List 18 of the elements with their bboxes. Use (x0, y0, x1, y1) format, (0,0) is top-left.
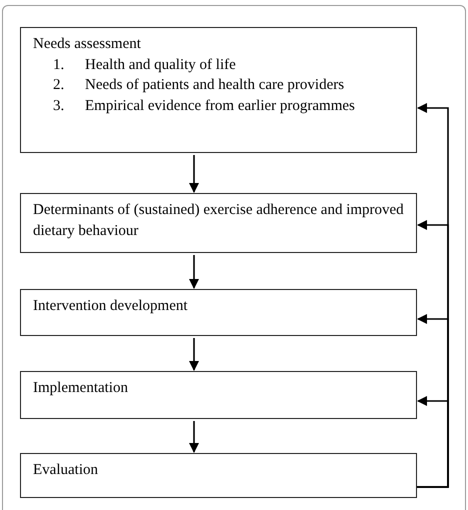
process-box (20, 193, 417, 253)
box-text: Determinants of (sustained) exercise adherence and improved dietary behaviour (33, 201, 404, 240)
box-text: Needs assessment (33, 35, 142, 54)
arrow (189, 338, 199, 371)
box-text: Implementation (33, 379, 129, 398)
box-text: Evaluation (33, 461, 99, 480)
process-box (20, 27, 417, 153)
process-box (20, 453, 417, 498)
arrow (417, 396, 449, 488)
process-box (20, 289, 417, 336)
list-item: 2. Needs of patients and health care providers (52, 76, 346, 95)
box-text: Intervention development (33, 297, 189, 316)
arrow (189, 155, 199, 193)
process-box (20, 371, 417, 419)
arrow (189, 255, 199, 289)
list-item: 1. Health and quality of life (52, 56, 237, 74)
arrow (189, 421, 199, 453)
list-item: 3. Empirical evidence from earlier programmes (52, 96, 356, 116)
